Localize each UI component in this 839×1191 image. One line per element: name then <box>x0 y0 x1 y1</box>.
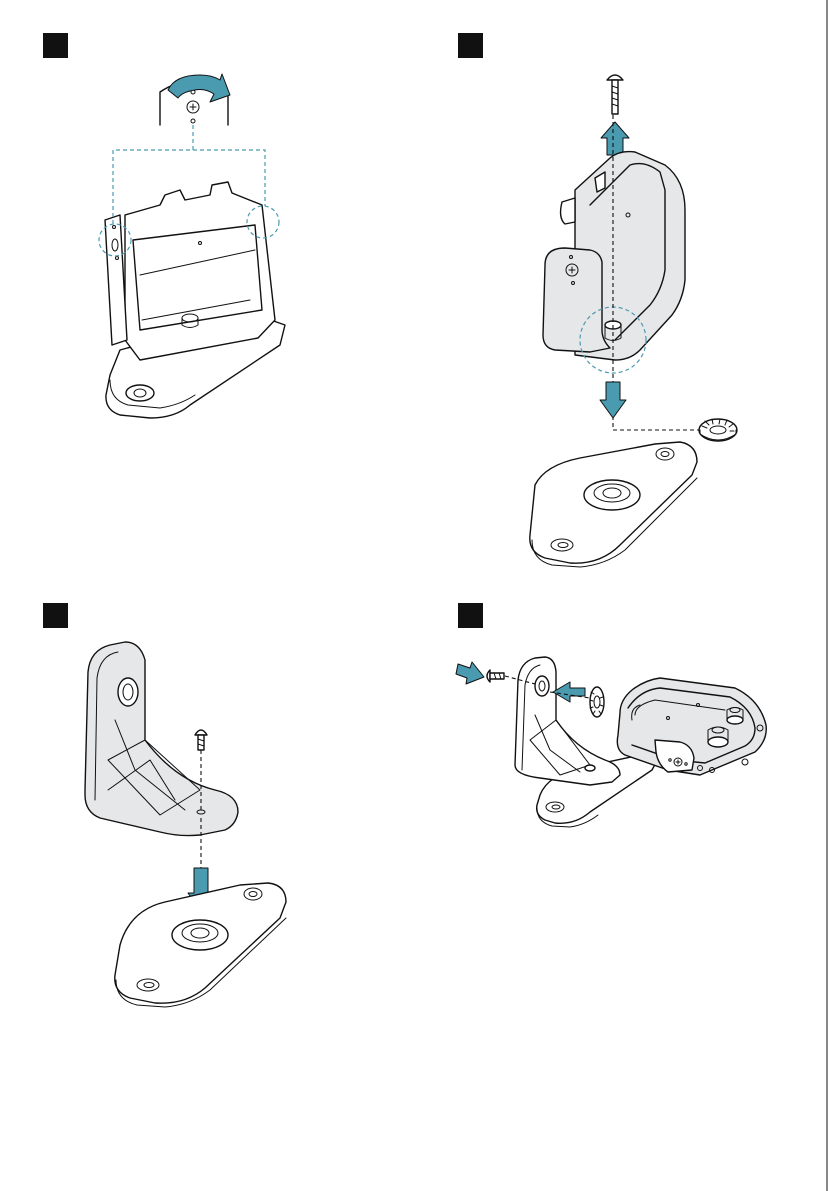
screw-icon <box>607 75 623 114</box>
step-2-illustration <box>530 75 737 567</box>
step-3-badge <box>43 603 68 628</box>
left-arrow-icon <box>553 682 585 702</box>
step-4-badge <box>458 603 483 628</box>
screw-icon <box>195 730 207 750</box>
down-arrow-icon <box>600 382 626 418</box>
step-4-illustration <box>456 657 766 827</box>
washer-icon <box>699 419 737 441</box>
l-bracket <box>85 642 238 836</box>
right-arrow-icon <box>456 662 484 684</box>
rotate-arrow-icon <box>168 74 230 102</box>
washer-icon <box>590 687 604 717</box>
bracket <box>543 248 610 352</box>
base-hole <box>126 385 154 401</box>
step-1-badge <box>43 33 68 58</box>
step-3-illustration <box>85 642 286 1007</box>
base-plate <box>115 883 286 1003</box>
housing-frame <box>125 182 275 360</box>
step-1-illustration <box>99 74 285 418</box>
up-arrow-icon <box>601 122 629 155</box>
l-bracket <box>515 657 620 785</box>
step-2-badge <box>458 33 483 58</box>
bracket-side <box>105 215 127 345</box>
screw-icon <box>487 670 504 682</box>
